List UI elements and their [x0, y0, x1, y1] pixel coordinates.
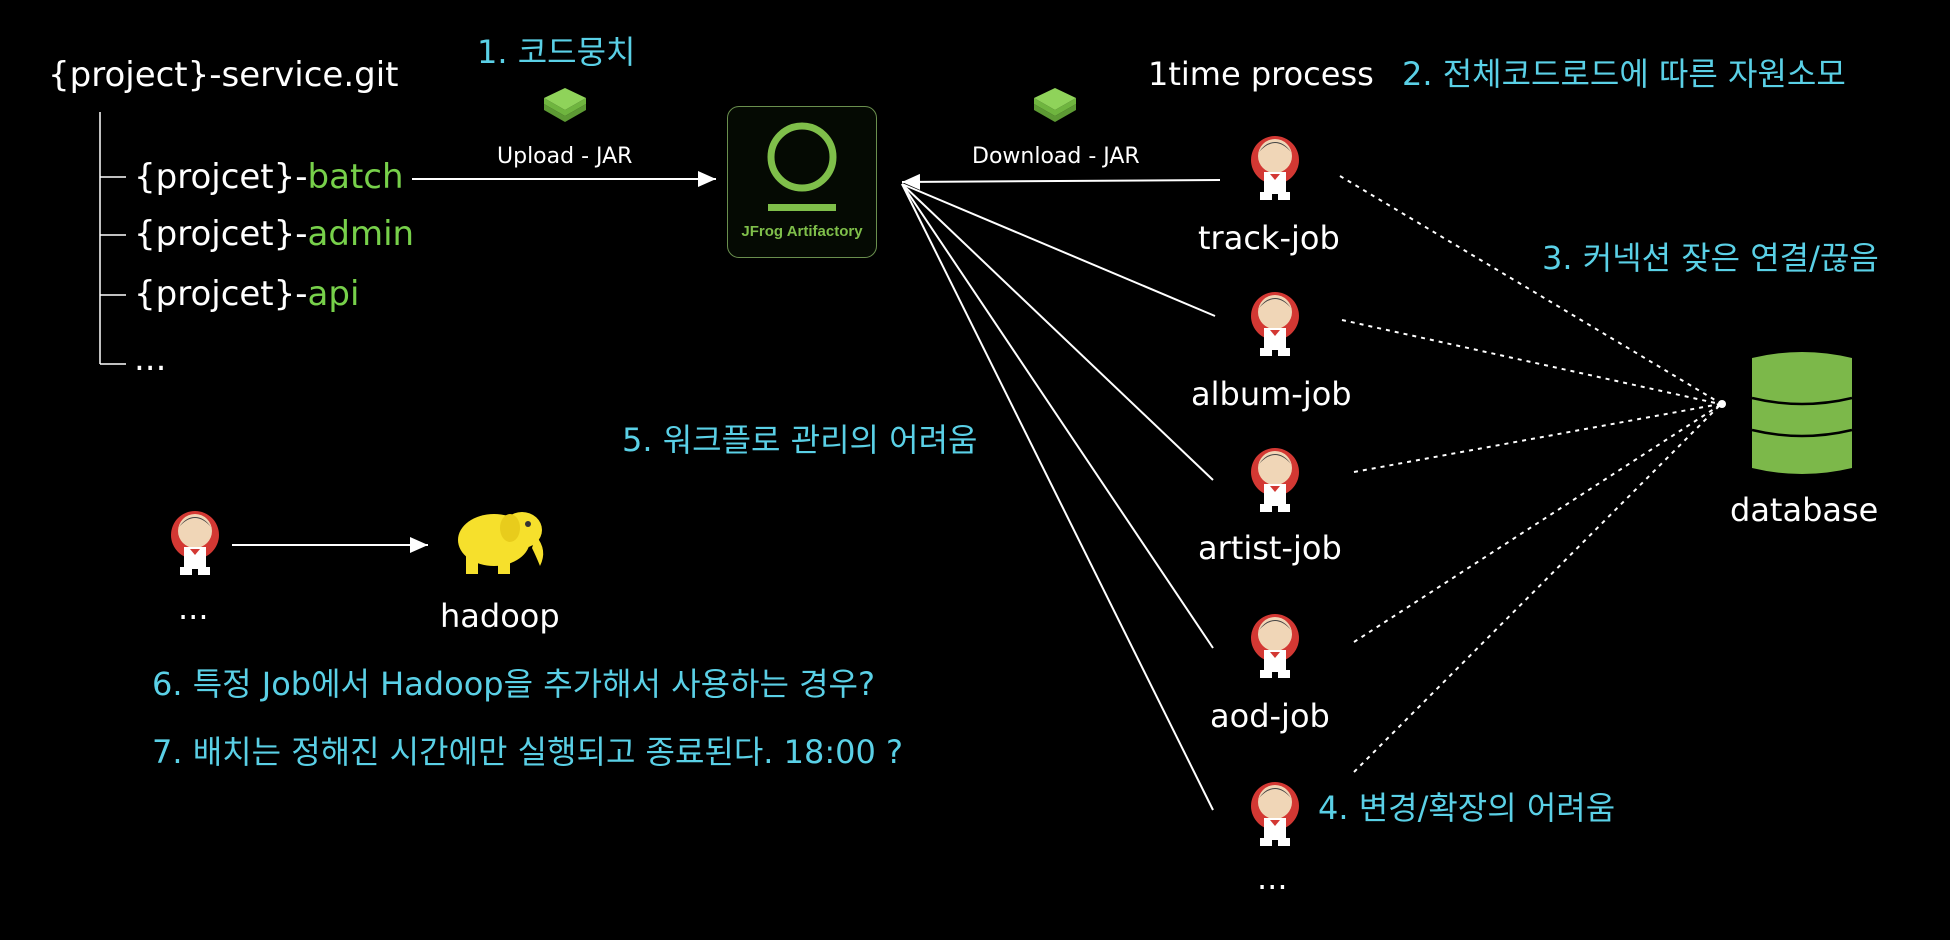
issue-6: 6. 특정 Job에서 Hadoop을 추가해서 사용하는 경우? — [152, 665, 875, 703]
issue-1: 1. 코드뭉치 — [477, 33, 636, 71]
module-prefix: {projcet}- — [134, 274, 308, 314]
repo-tree-lines — [99, 112, 126, 365]
database-cylinder-icon — [1750, 348, 1854, 482]
job-track: track-job — [1198, 219, 1340, 257]
jenkins-butler-icon — [1244, 608, 1306, 684]
upload-label: Upload - JAR — [497, 144, 633, 169]
process-title: 1time process — [1148, 55, 1374, 93]
artifactory-box: JFrog Artifactory — [727, 106, 877, 258]
module-more: ... — [134, 339, 167, 379]
jenkins-butler-icon — [164, 505, 226, 581]
job-to-database-lines — [1339, 175, 1721, 773]
job-to-artifactory-lines — [901, 173, 1221, 811]
hadoop-label: hadoop — [440, 597, 560, 635]
jenkins-butler-icon — [1244, 286, 1306, 362]
module-batch: {projcet}-batch — [134, 160, 404, 194]
module-suffix: api — [307, 274, 360, 314]
issue-7: 7. 배치는 정해진 시간에만 실행되고 종료된다. 18:00 ? — [152, 733, 904, 771]
artifactory-label: JFrog Artifactory — [741, 223, 863, 240]
module-suffix: batch — [307, 157, 404, 197]
hadoop-elephant-icon — [450, 500, 550, 580]
issue-2: 2. 전체코드로드에 따른 자원소모 — [1402, 55, 1846, 93]
frog-ring-icon — [767, 122, 837, 211]
module-prefix: {projcet}- — [134, 214, 308, 254]
repo-title: {project}-service.git — [48, 55, 399, 95]
jenkins-butler-icon — [1244, 442, 1306, 518]
job-more: ... — [1257, 859, 1288, 897]
jenkins-butler-icon — [1244, 776, 1306, 852]
module-admin: {projcet}-admin — [134, 217, 414, 251]
module-suffix: admin — [307, 214, 415, 254]
stack-layers-icon — [1032, 86, 1078, 136]
job-album: album-job — [1191, 375, 1352, 413]
module-api: {projcet}-api — [134, 277, 359, 311]
issue-5: 5. 워크플로 관리의 어려움 — [622, 421, 978, 459]
module-prefix: {projcet}- — [134, 157, 308, 197]
issue-4: 4. 변경/확장의 어려움 — [1318, 789, 1616, 827]
jenkins-butler-icon — [1244, 130, 1306, 206]
jenkins-more-label: ... — [178, 589, 209, 627]
job-aod: aod-job — [1210, 697, 1330, 735]
download-label: Download - JAR — [972, 144, 1140, 169]
job-artist: artist-job — [1198, 529, 1342, 567]
database-label: database — [1730, 491, 1879, 529]
stack-layers-icon — [542, 86, 588, 136]
issue-3: 3. 커넥션 잦은 연결/끊음 — [1542, 239, 1879, 277]
